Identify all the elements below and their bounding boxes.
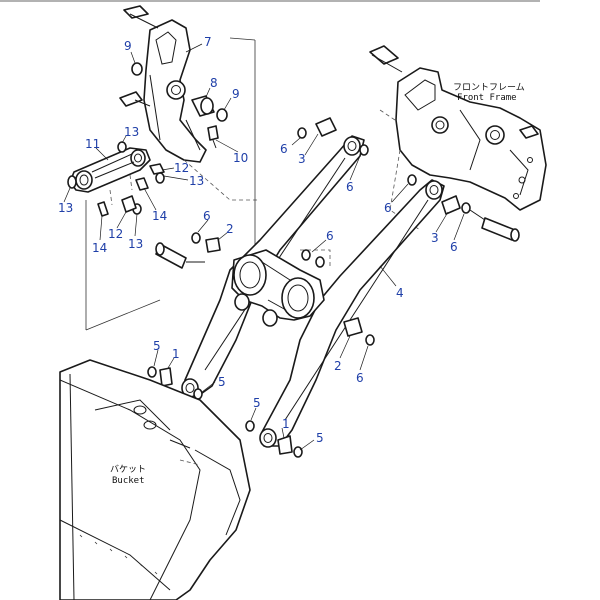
callout-13: 13 <box>189 174 204 188</box>
seal-13a <box>67 175 77 189</box>
callout-2: 2 <box>334 359 342 373</box>
bushing-1a <box>159 367 173 387</box>
tube-dash <box>300 249 331 268</box>
callout-4: 4 <box>396 286 404 300</box>
seal-6d-2 <box>315 256 325 268</box>
bucket-link <box>69 147 151 193</box>
seal-13b <box>117 141 127 153</box>
seal-9b <box>216 108 228 122</box>
callout-10: 10 <box>233 151 248 165</box>
grease-fitting-14b <box>97 201 109 217</box>
callout-3: 3 <box>298 152 306 166</box>
callout-9: 9 <box>124 39 132 53</box>
bushing-3a <box>315 117 337 137</box>
callout-13: 13 <box>124 125 139 139</box>
seal-6b <box>359 144 369 156</box>
seal-5a <box>147 366 157 378</box>
seal-6e <box>407 174 417 186</box>
grease-fitting-10 <box>207 125 219 149</box>
svg-text:バケット: バケット <box>110 464 146 475</box>
callout-numbers: 9 7 8 9 11 13 10 12 13 13 14 12 13 14 6 … <box>58 35 458 445</box>
callout-12: 12 <box>174 161 189 175</box>
bushing-12a <box>149 163 165 175</box>
seal-6f <box>461 202 471 214</box>
seal-13c <box>155 172 165 184</box>
callout-8: 8 <box>210 76 218 90</box>
svg-text:フロントフレーム: フロントフレーム <box>453 82 525 93</box>
front-frame-label: フロントフレーム Front Frame <box>453 82 525 103</box>
seal-6c <box>191 232 201 244</box>
callout-6: 6 <box>346 180 354 194</box>
svg-text:Front Frame: Front Frame <box>457 93 517 103</box>
bushing-12b <box>121 195 137 213</box>
seal-6a <box>297 127 307 139</box>
bushing-3b <box>441 195 461 215</box>
front-frame <box>369 45 547 242</box>
seal-5d <box>293 446 303 458</box>
cross-pin <box>155 242 205 269</box>
bucket <box>59 359 251 600</box>
callout-14: 14 <box>152 209 167 223</box>
callout-12: 12 <box>108 227 123 241</box>
callout-5: 5 <box>253 396 261 410</box>
bushing-2a <box>205 237 221 253</box>
bushing-8 <box>191 95 215 117</box>
callout-6: 6 <box>280 142 288 156</box>
callout-5: 5 <box>316 431 324 445</box>
leader-lines <box>63 43 465 451</box>
cross-tube <box>231 249 325 327</box>
seal-9a <box>131 62 143 76</box>
callout-2: 2 <box>226 222 234 236</box>
callout-5: 5 <box>153 339 161 353</box>
callout-3: 3 <box>431 231 439 245</box>
bushing-2b <box>343 317 363 337</box>
callout-6: 6 <box>203 209 211 223</box>
callout-13: 13 <box>58 201 73 215</box>
callout-9: 9 <box>232 87 240 101</box>
callout-14: 14 <box>92 241 107 255</box>
callout-6: 6 <box>356 371 364 385</box>
seal-6d-1 <box>301 249 311 261</box>
seal-6g <box>365 334 375 346</box>
callout-1: 1 <box>282 417 290 431</box>
bucket-label: バケット Bucket <box>110 464 146 486</box>
seal-5c <box>245 420 255 432</box>
callout-6: 6 <box>450 240 458 254</box>
callout-6: 6 <box>384 201 392 215</box>
bushing-1b <box>277 435 293 455</box>
callout-1: 1 <box>172 347 180 361</box>
callout-5: 5 <box>218 375 226 389</box>
bellcrank <box>119 5 260 201</box>
callout-6: 6 <box>326 229 334 243</box>
grease-fitting-14a <box>135 177 149 191</box>
callout-13: 13 <box>128 237 143 251</box>
callout-11: 11 <box>85 137 100 151</box>
callout-7: 7 <box>204 35 212 49</box>
svg-text:Bucket: Bucket <box>112 476 145 486</box>
